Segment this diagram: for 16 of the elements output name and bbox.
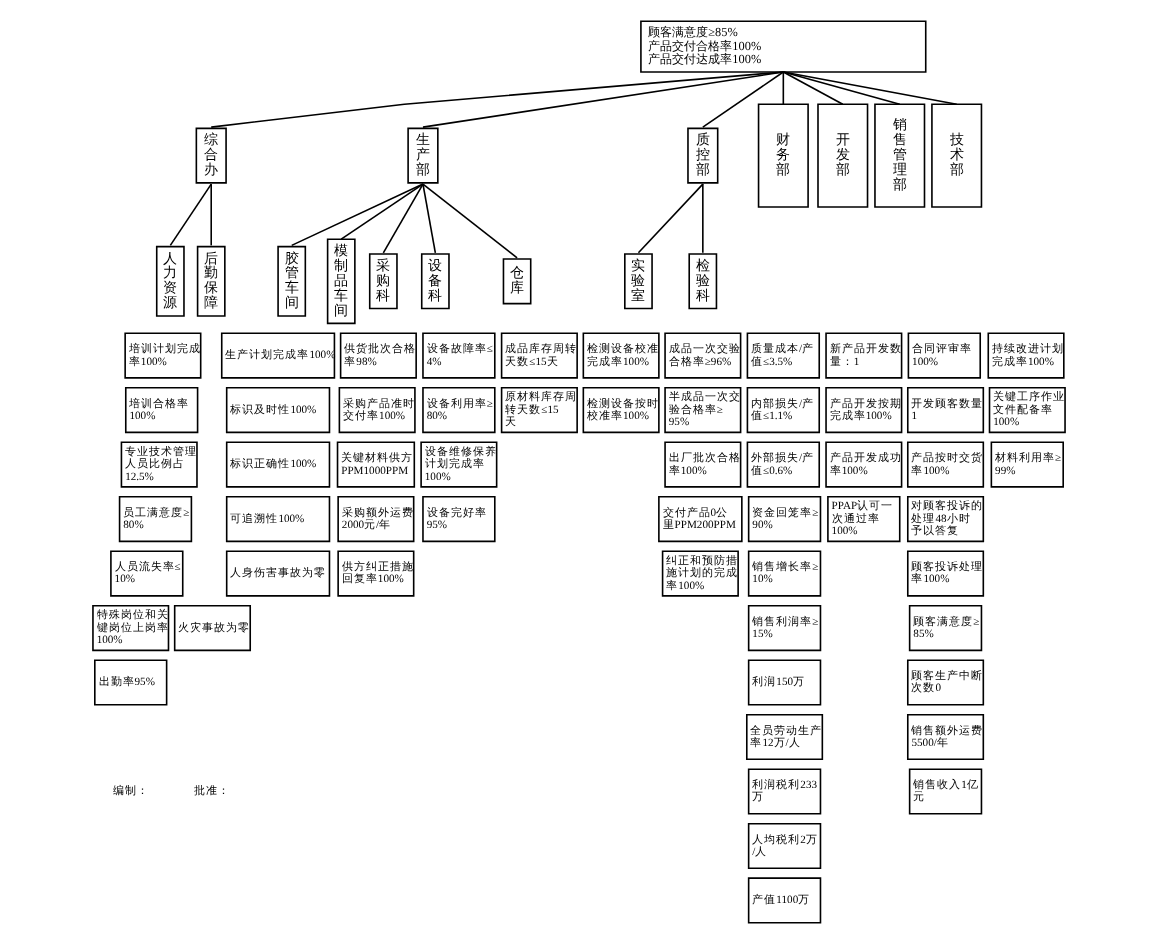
connector bbox=[701, 183, 703, 254]
connector bbox=[421, 183, 436, 254]
connector bbox=[381, 183, 423, 254]
connector bbox=[421, 71, 784, 128]
connector bbox=[339, 183, 423, 240]
connector bbox=[421, 183, 517, 259]
connector bbox=[781, 71, 957, 105]
connector bbox=[781, 71, 843, 105]
connector bbox=[209, 71, 784, 128]
connector bbox=[781, 71, 784, 105]
connector bbox=[209, 183, 211, 247]
connector bbox=[168, 183, 211, 247]
connector bbox=[701, 71, 784, 128]
connector bbox=[781, 71, 900, 105]
connector bbox=[289, 183, 423, 247]
connector bbox=[636, 183, 703, 254]
